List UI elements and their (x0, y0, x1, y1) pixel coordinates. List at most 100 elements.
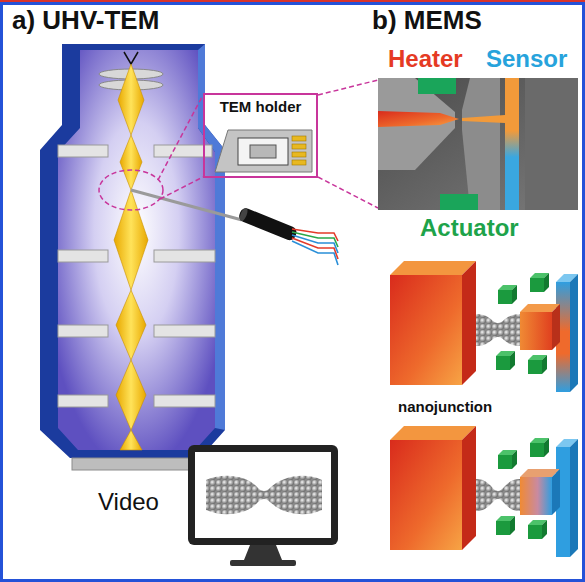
sem-image (525, 78, 578, 210)
sem-image (378, 111, 459, 127)
electron-source (124, 52, 138, 64)
mems-render-hot (520, 312, 552, 350)
holder-tip (292, 152, 306, 157)
zoom-leader (318, 80, 378, 95)
holder-tip (215, 130, 312, 172)
mems-render-cool (462, 426, 476, 550)
microscope-column (40, 44, 225, 458)
video-monitor (230, 560, 296, 566)
mems-render-hot (510, 351, 515, 370)
holder-tip (215, 130, 312, 172)
specimen-rod (238, 207, 249, 222)
mems-render-cool (520, 477, 552, 515)
mems-render-cool (498, 455, 512, 469)
sem-image (462, 115, 505, 123)
video-monitor (244, 545, 282, 560)
panel-heading: a) UHV-TEM (12, 6, 159, 36)
specimen-rod (131, 190, 242, 220)
mems-render-hot (498, 290, 512, 304)
part-name: Sensor (486, 45, 567, 73)
mems-render-cool (510, 516, 515, 535)
lens-pole (58, 145, 108, 157)
mems-render-hot (528, 360, 542, 374)
sem-image (378, 78, 578, 210)
video-monitor (195, 452, 331, 538)
electron-source (124, 52, 138, 64)
electron-beam (116, 360, 146, 430)
holder-tip (238, 138, 288, 165)
lens-pole (58, 395, 108, 407)
holder-wires (292, 241, 338, 265)
lens-pole (154, 325, 215, 337)
mems-render-hot (570, 274, 578, 392)
holder-tip (292, 144, 306, 149)
zoom-leader (160, 177, 203, 199)
mems-render-cool (390, 440, 462, 550)
part-name: Actuator (420, 214, 519, 242)
sem-image (378, 78, 578, 210)
electron-beam (116, 290, 146, 360)
mems-render-cool (552, 469, 560, 515)
lens-pole (58, 325, 108, 337)
mems-render-cool (570, 439, 578, 557)
holder-tip (292, 160, 306, 165)
mems-render-hot (552, 304, 560, 350)
holder-tip (292, 136, 306, 141)
panel-heading: b) MEMS (372, 6, 482, 36)
sem-image (505, 78, 519, 210)
holder-wires (292, 229, 338, 265)
frame (0, 0, 585, 2)
zoom-leader (99, 170, 163, 210)
microscope-column (40, 44, 225, 470)
mems-render-hot (390, 261, 476, 275)
electron-beam (120, 430, 142, 450)
sem-image (462, 78, 500, 210)
mems-render-hot (544, 273, 549, 292)
lens-pole (58, 145, 215, 407)
mems-render-hot (496, 356, 510, 370)
specimen-rod (131, 190, 298, 242)
mems-render-hot (542, 355, 547, 374)
electron-beam (114, 190, 148, 290)
mems-render-cool (496, 521, 510, 535)
mems-render-cool (390, 426, 476, 440)
mems-render-cool (544, 438, 549, 457)
node-text: TEM holder (220, 98, 302, 115)
part-name: Heater (388, 45, 463, 73)
video-monitor (188, 445, 338, 566)
mems-render-hot (462, 261, 476, 385)
mems-render-cool (530, 443, 544, 457)
holder-inset-box: TEM holder (203, 93, 318, 178)
microscope-column (58, 50, 215, 450)
mems-render-cool (390, 426, 578, 557)
mems-render-cool (528, 525, 542, 539)
mems-render-hot (512, 285, 517, 304)
holder-wires (292, 238, 338, 259)
mems-render-cool (542, 520, 547, 539)
sem-image (418, 78, 456, 94)
electron-beam (120, 135, 142, 190)
frame (2, 4, 584, 581)
mems-render-hot (390, 261, 578, 392)
zoom-leader (318, 177, 378, 208)
part-name: nanojunction (398, 398, 492, 415)
sem-image (440, 194, 478, 210)
video-monitor (206, 476, 322, 514)
zoom-leader (158, 95, 203, 180)
mems-render-cool (512, 450, 517, 469)
electron-beam (118, 64, 144, 135)
specimen-rod (237, 207, 298, 242)
mems-render-hot (476, 314, 520, 346)
mems-render-cool (476, 479, 520, 511)
microscope-column (72, 458, 198, 470)
lens-pole (154, 250, 215, 262)
specimen-rod (237, 207, 298, 242)
mems-render-hot (530, 278, 544, 292)
lens-pole (58, 250, 108, 262)
mems-render-hot (390, 275, 462, 385)
video-monitor (188, 445, 338, 545)
holder-tip (250, 145, 276, 158)
